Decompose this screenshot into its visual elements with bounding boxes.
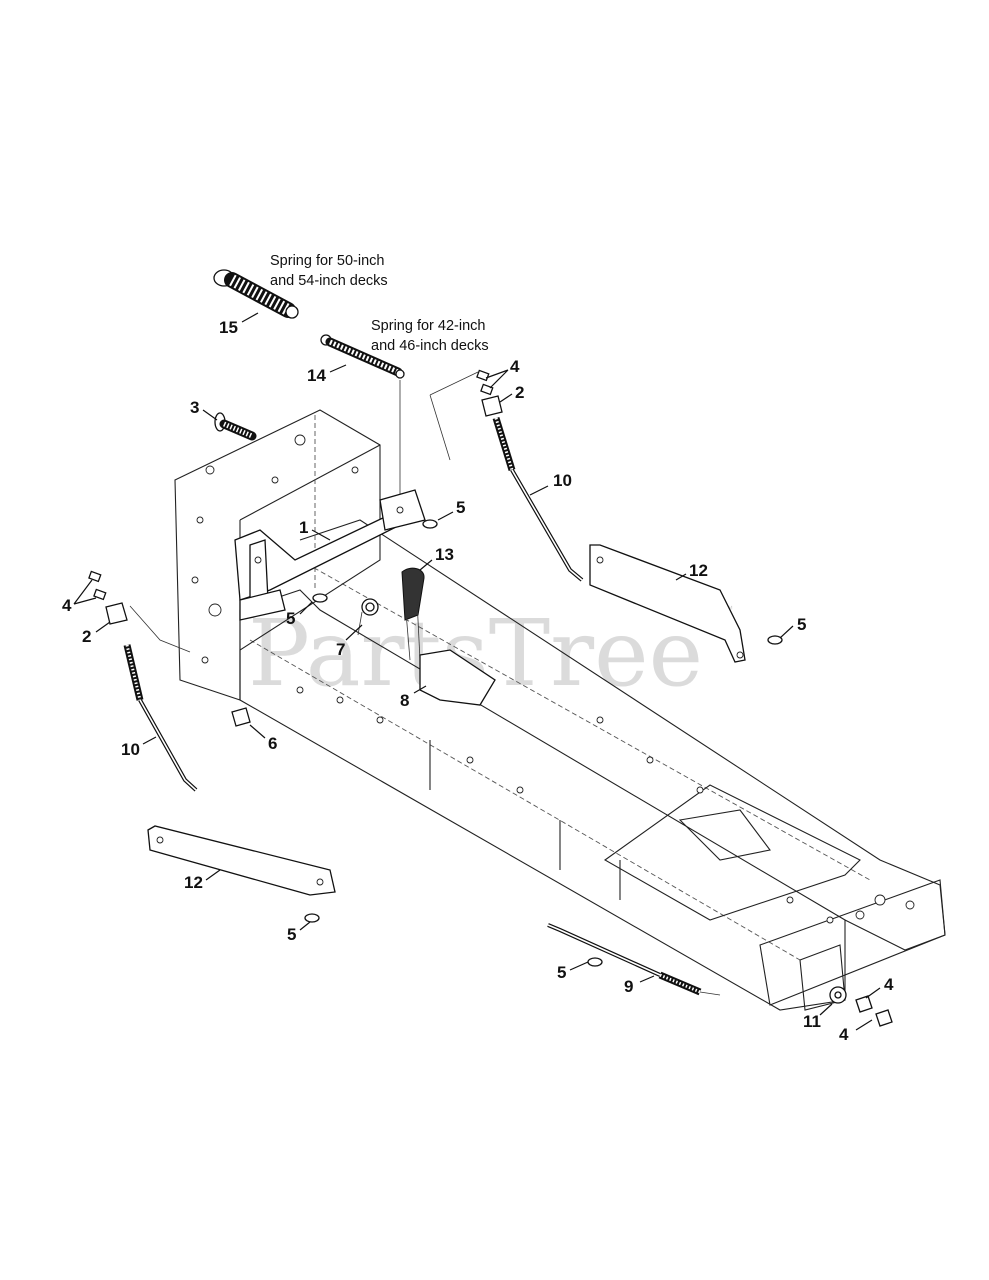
chassis-frame xyxy=(239,519,946,1011)
callout-4-left: 4 xyxy=(62,596,72,615)
callout-4-bottom: 4 xyxy=(839,1025,849,1044)
watermark: PartsTree ™ xyxy=(248,600,733,707)
callout-leaders xyxy=(73,312,881,1031)
left-linkage xyxy=(88,570,336,896)
spring-42-46-inch-decks xyxy=(320,334,405,515)
callout-7: 7 xyxy=(336,640,345,659)
callout-5-left: 5 xyxy=(287,925,296,944)
callout-15: 15 xyxy=(219,318,238,337)
callout-10-right: 10 xyxy=(553,471,572,490)
note-spring-42-46-line1: Spring for 42-inch xyxy=(371,318,485,334)
note-spring-50-54-line1: Spring for 50-inch xyxy=(270,253,384,269)
callout-2-left: 2 xyxy=(82,627,91,646)
callout-8: 8 xyxy=(400,691,409,710)
rear-rod-assembly xyxy=(547,923,893,1027)
callout-10-left: 10 xyxy=(121,740,140,759)
callout-5-right: 5 xyxy=(797,615,806,634)
callout-12-left: 12 xyxy=(184,873,203,892)
callout-14: 14 xyxy=(307,366,326,385)
note-spring-42-46-line2: and 46-inch decks xyxy=(371,338,489,354)
note-spring-50-54-line2: and 54-inch decks xyxy=(270,273,388,289)
callout-5-top: 5 xyxy=(456,498,465,517)
callout-13: 13 xyxy=(435,545,454,564)
right-linkage xyxy=(429,369,746,663)
callout-3: 3 xyxy=(190,398,199,417)
spring-notes: Spring for 50-inch and 54-inch decks Spr… xyxy=(270,253,489,354)
callout-11: 11 xyxy=(803,1012,821,1031)
callout-5-mid: 5 xyxy=(286,609,295,628)
spring-50-54-inch-decks xyxy=(213,269,299,319)
torsion-spring-part-7 xyxy=(357,598,379,636)
callout-numbers: 15 14 3 4 2 10 5 1 13 12 5 4 2 5 7 8 6 1… xyxy=(62,318,894,1044)
callout-6: 6 xyxy=(268,734,277,753)
callout-4-top: 4 xyxy=(510,357,520,376)
callout-5-bottom: 5 xyxy=(557,963,566,982)
lift-handle-part-13 xyxy=(401,567,425,661)
callout-9: 9 xyxy=(624,977,633,996)
callout-1: 1 xyxy=(299,518,308,537)
bushing-part-6 xyxy=(231,707,251,727)
callout-12-right: 12 xyxy=(689,561,708,580)
clevis-pins-part-5 xyxy=(304,519,783,967)
callout-4-bottom-right: 4 xyxy=(884,975,894,994)
callout-2-top: 2 xyxy=(515,383,524,402)
lift-shaft-assembly-part-1 xyxy=(208,489,426,621)
bolt-part-3 xyxy=(214,412,257,441)
